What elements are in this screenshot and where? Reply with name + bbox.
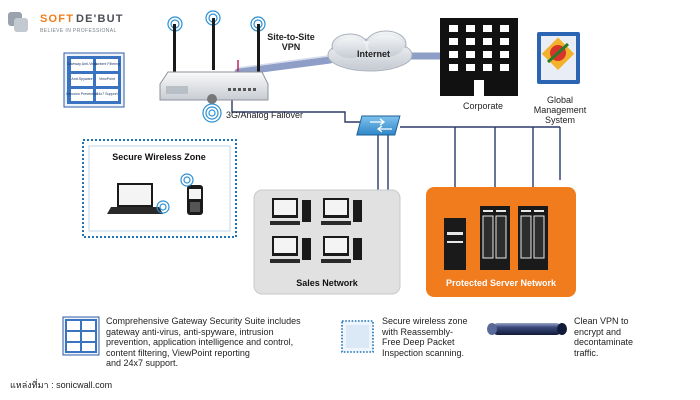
secure-wireless-zone-title: Secure Wireless Zone — [112, 152, 205, 162]
legend-suite-line: gateway anti-virus, anti-spyware, intrus… — [106, 326, 274, 337]
legend-suite-line: content filtering, ViewPoint reporting — [106, 347, 250, 358]
sales-network-label: Sales Network — [296, 278, 359, 288]
gateway-appliance — [159, 10, 269, 104]
sales-network-zone: Sales Network — [253, 189, 401, 295]
legend-wireless-line: Inspection scanning. — [382, 347, 465, 358]
corporate-building-icon — [440, 18, 518, 96]
protected-server-network-zone: Protected Server Network — [426, 187, 576, 297]
failover-signal-icon — [202, 103, 222, 123]
desktop-computer-icon — [270, 236, 311, 263]
network-switch-icon — [356, 115, 401, 136]
tile-anti-spyware: Anti-Spyware — [71, 77, 92, 81]
server-icon — [480, 206, 510, 270]
legend-vpn-text: Clean VPN to encrypt and decontaminate t… — [574, 316, 664, 358]
source-credit: แหล่งที่มา : sonicwall.com — [10, 380, 113, 390]
legend-vpn-tube-icon — [487, 323, 567, 335]
vpn-tunnel — [234, 52, 444, 77]
legend-suite-line: prevention, application intelligence and… — [106, 337, 294, 347]
laptop-icon — [107, 183, 163, 214]
tile-intrusion-prevention: Intrusion Prevention — [66, 92, 98, 96]
site-to-site-label: Site-to-Site — [267, 32, 315, 42]
tile-content-filtering: Content Filtering — [94, 62, 120, 66]
gms-label-line2: Management — [533, 105, 587, 115]
tile-viewpoint: ViewPoint — [99, 77, 115, 81]
failover-label: 3G/Analog Failover — [226, 110, 304, 120]
internet-cloud: Internet — [327, 30, 413, 72]
legend-vpn-line: traffic. — [574, 347, 599, 358]
desktop-computer-icon — [270, 198, 311, 225]
legend-suite-icon — [62, 316, 100, 356]
gms-label-line1: Global — [546, 95, 573, 105]
legend-suite-line: and 24x7 support. — [106, 358, 179, 368]
vpn-label: VPN — [281, 42, 301, 52]
corporate-label: Corporate — [462, 101, 504, 111]
softdebut-logo: SOFT DE'BUT BELIEVE IN PROFESSIONAL — [8, 12, 124, 34]
internet-label: Internet — [357, 49, 390, 59]
server-icon — [518, 206, 548, 270]
gms-label-line3: System — [544, 115, 575, 125]
legend-suite-text: Comprehensive Gateway Security Suite inc… — [106, 316, 336, 369]
legend-wireless-text: Secure wireless zone with Reassembly- Fr… — [382, 316, 492, 358]
legend-vpn-line: encrypt and — [574, 326, 622, 337]
legend-wireless-line: Free Deep Packet — [382, 337, 455, 347]
server-icon — [444, 218, 466, 270]
logo-brand-right: DE'BUT — [76, 13, 124, 25]
logo-brand-left: SOFT — [40, 13, 74, 25]
legend-vpn-line: Clean VPN to — [574, 316, 629, 326]
legend-suite-line: Comprehensive Gateway Security Suite inc… — [106, 316, 301, 326]
global-management-system-icon — [537, 32, 580, 84]
desktop-computer-icon — [321, 198, 362, 225]
logo-tagline: BELIEVE IN PROFESSIONAL — [40, 28, 117, 34]
desktop-computer-icon — [321, 236, 362, 263]
wifi-signal-icon — [167, 10, 266, 32]
legend-wireless-line: Secure wireless zone — [382, 316, 468, 326]
secure-wireless-zone: Secure Wireless Zone — [82, 139, 237, 238]
security-suite-card: Gateway Anti-Virus Content Filtering Ant… — [63, 52, 125, 108]
legend-wireless-zone-icon — [341, 320, 374, 353]
tile-24x7-support: 24x7 Support — [96, 92, 117, 96]
tile-gateway-anti-virus: Gateway Anti-Virus — [67, 62, 98, 66]
protected-server-network-label: Protected Server Network — [446, 278, 557, 288]
legend-vpn-line: decontaminate — [574, 337, 634, 347]
legend-wireless-line: with Reassembly- — [382, 326, 454, 337]
mobile-phone-icon — [187, 185, 203, 215]
